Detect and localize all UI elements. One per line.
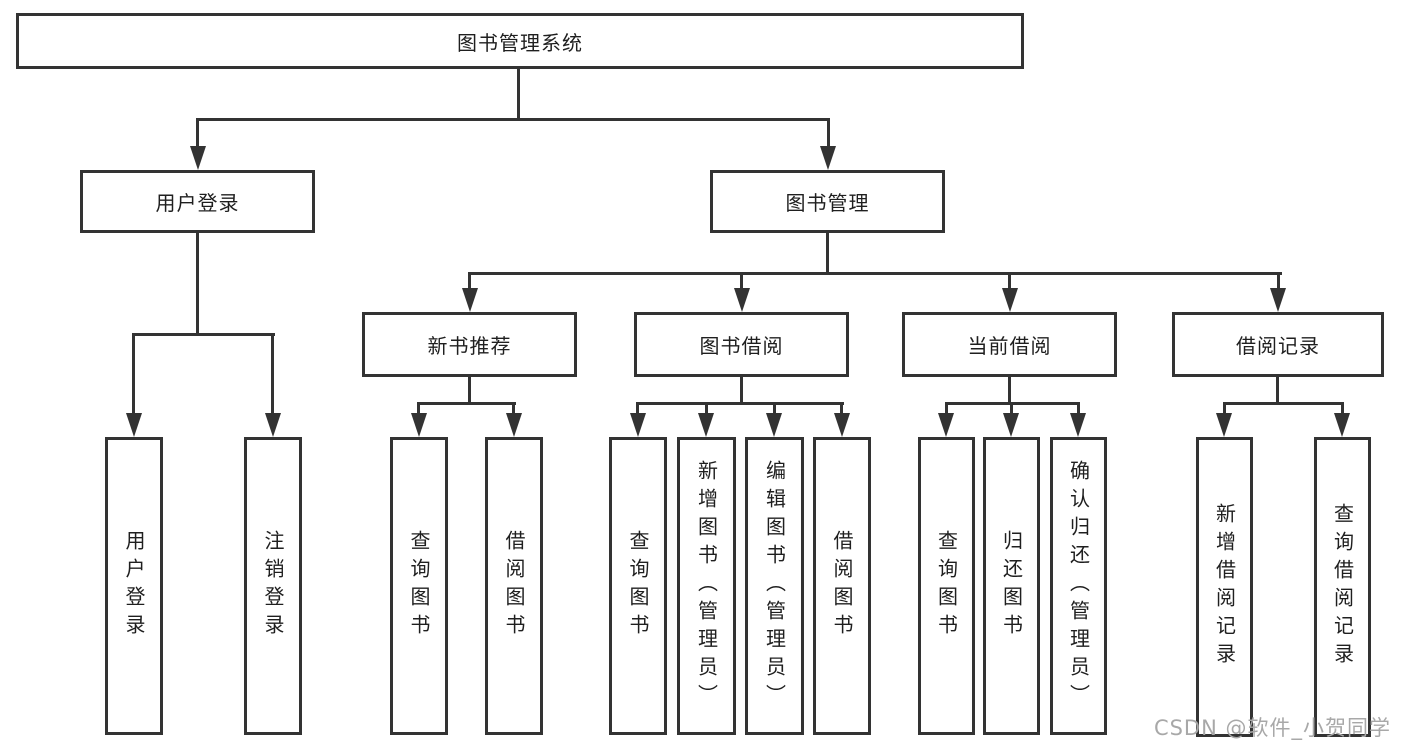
connector-vline	[1008, 377, 1011, 404]
connector-shaft	[1223, 402, 1226, 416]
arrowhead-down-icon	[1070, 413, 1086, 437]
arrowhead-down-icon	[1003, 413, 1019, 437]
connector-shaft	[271, 333, 274, 415]
connector-hline	[417, 402, 516, 405]
connector-shaft	[636, 402, 639, 416]
arrowhead-down-icon	[462, 288, 478, 312]
connector-shaft	[1077, 402, 1080, 416]
node-add-books-admin: 新增图书（管理员）	[677, 437, 736, 735]
connector-shaft	[1008, 272, 1011, 290]
node-new-book-recommend: 新书推荐	[362, 312, 577, 377]
arrowhead-down-icon	[834, 413, 850, 437]
connector-shaft	[840, 402, 843, 416]
arrowhead-down-icon	[1002, 288, 1018, 312]
node-edit-books-admin: 编辑图书（管理员）	[745, 437, 804, 735]
connector-vline	[740, 377, 743, 404]
connector-hline	[1223, 402, 1344, 405]
arrowhead-down-icon	[1334, 413, 1350, 437]
node-query-borrow-record: 查询借阅记录	[1314, 437, 1371, 737]
arrowhead-down-icon	[506, 413, 522, 437]
arrowhead-down-icon	[766, 413, 782, 437]
node-logout-leaf: 注销登录	[244, 437, 302, 735]
connector-shaft	[945, 402, 948, 416]
connector-shaft	[196, 118, 199, 148]
connector-shaft	[827, 118, 830, 148]
arrowhead-down-icon	[1216, 413, 1232, 437]
arrowhead-down-icon	[411, 413, 427, 437]
connector-vline	[468, 377, 471, 404]
connector-shaft	[512, 402, 515, 416]
arrowhead-down-icon	[938, 413, 954, 437]
node-query-books-borrowing: 查询图书	[609, 437, 667, 735]
node-query-books-current: 查询图书	[918, 437, 975, 735]
connector-shaft	[417, 402, 420, 416]
connector-shaft	[740, 272, 743, 290]
node-borrow-books-leaf: 借阅图书	[813, 437, 871, 735]
connector-hline	[636, 402, 844, 405]
arrowhead-down-icon	[820, 146, 836, 170]
arrowhead-down-icon	[1270, 288, 1286, 312]
connector-vline	[1276, 377, 1279, 404]
node-borrowing-records: 借阅记录	[1172, 312, 1384, 377]
connector-shaft	[1341, 402, 1344, 416]
node-login-leaf: 用户登录	[105, 437, 163, 735]
connector-shaft	[1277, 272, 1280, 290]
arrowhead-down-icon	[630, 413, 646, 437]
node-query-books-recommend: 查询图书	[390, 437, 448, 735]
connector-shaft	[132, 333, 135, 415]
connector-shaft	[773, 402, 776, 416]
connector-hline	[468, 272, 1282, 275]
node-user-login: 用户登录	[80, 170, 315, 233]
arrowhead-down-icon	[190, 146, 206, 170]
node-return-books: 归还图书	[983, 437, 1040, 735]
csdn-watermark: CSDN @软件_小贺同学	[1153, 716, 1391, 740]
connector-hline	[132, 333, 275, 336]
node-add-borrow-record: 新增借阅记录	[1196, 437, 1253, 737]
arrowhead-down-icon	[734, 288, 750, 312]
connector-vline	[826, 233, 829, 275]
arrowhead-down-icon	[698, 413, 714, 437]
node-book-borrowing: 图书借阅	[634, 312, 849, 377]
connector-shaft	[468, 272, 471, 290]
arrowhead-down-icon	[126, 413, 142, 437]
node-borrow-books-recommend: 借阅图书	[485, 437, 543, 735]
connector-shaft	[705, 402, 708, 416]
node-library-system: 图书管理系统	[16, 13, 1024, 69]
connector-vline	[196, 233, 199, 336]
connector-hline	[196, 118, 830, 121]
node-confirm-return-admin: 确认归还（管理员）	[1050, 437, 1107, 735]
node-book-management: 图书管理	[710, 170, 945, 233]
connector-vline	[517, 69, 520, 121]
arrowhead-down-icon	[265, 413, 281, 437]
node-current-borrowing: 当前借阅	[902, 312, 1117, 377]
connector-shaft	[1010, 402, 1013, 416]
